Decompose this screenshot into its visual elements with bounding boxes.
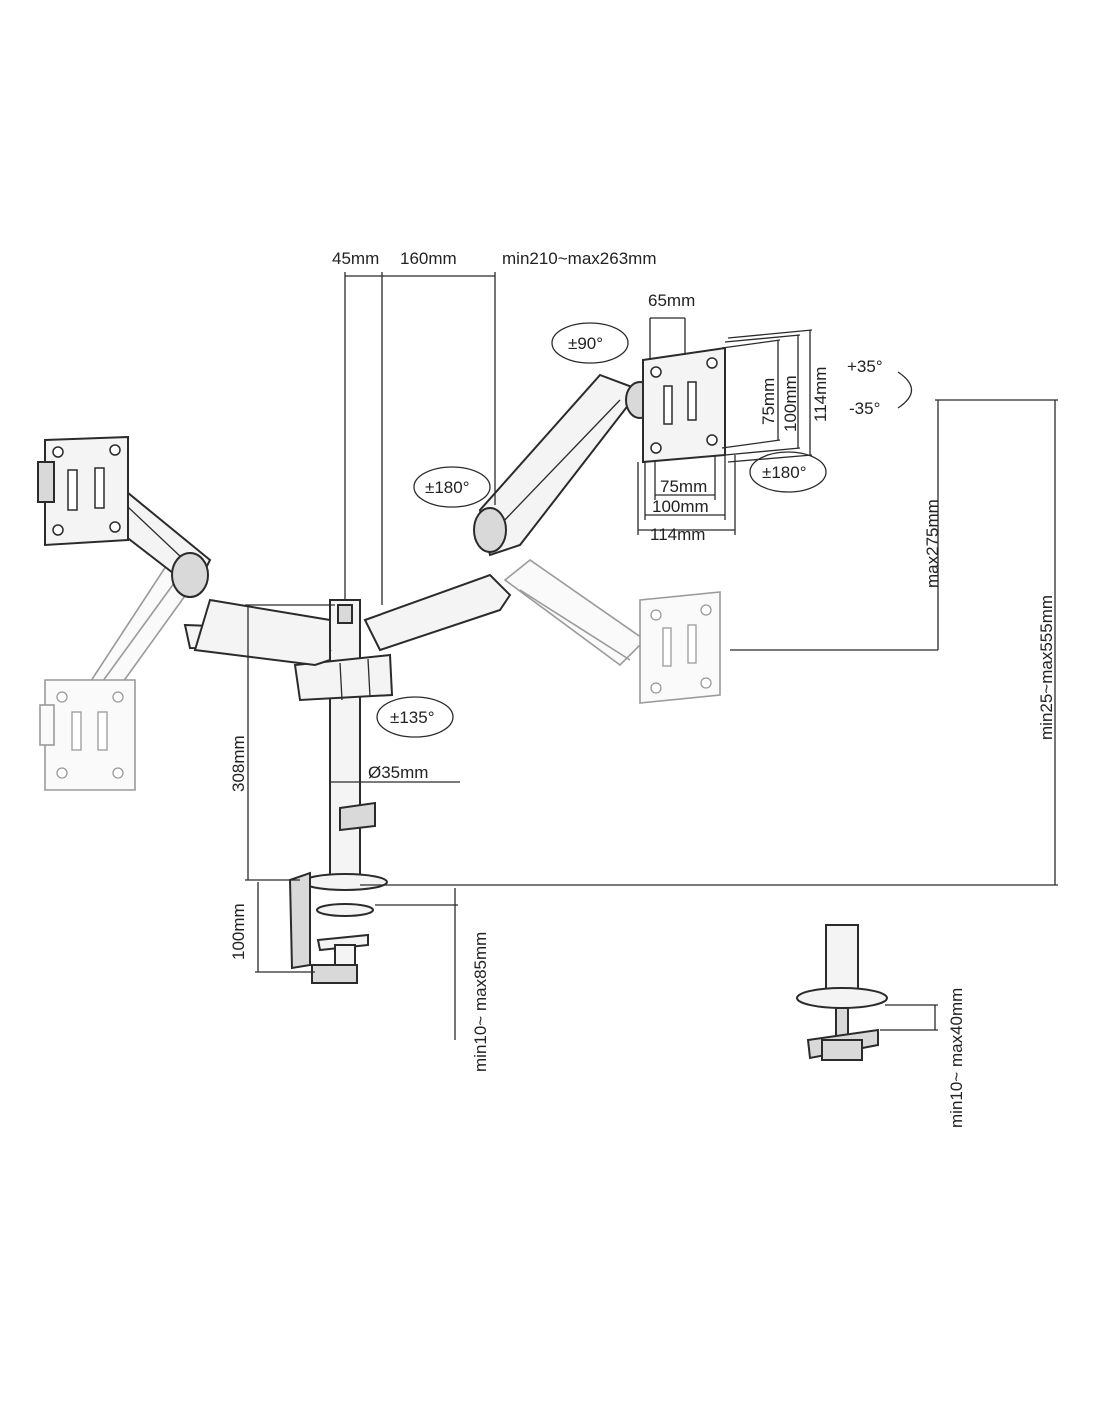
label-max275: max275mm <box>923 499 942 588</box>
label-160mm: 160mm <box>400 249 457 268</box>
ghost-left-arm <box>39 558 202 791</box>
label-vesa-75-h: 75mm <box>660 477 707 496</box>
label-rotate-180-arm: ±180° <box>425 478 470 497</box>
label-vesa-100-h: 100mm <box>652 497 709 516</box>
label-vesa-75-v: 75mm <box>759 378 778 425</box>
label-clamp-range: min10~ max85mm <box>471 932 490 1072</box>
label-rotate-90: ±90° <box>568 334 603 353</box>
base-collar <box>293 653 394 702</box>
label-vesa-100-v: 100mm <box>781 375 800 432</box>
label-tilt-plus: +35° <box>847 357 883 376</box>
label-100mm: 100mm <box>229 903 248 960</box>
left-vesa-plate <box>37 435 129 547</box>
label-pole-diameter: Ø35mm <box>368 763 428 782</box>
label-308mm: 308mm <box>229 735 248 792</box>
right-vesa-plate <box>642 346 726 464</box>
label-grommet-range: min10~ max40mm <box>947 988 966 1128</box>
cable-clip <box>339 801 376 832</box>
desk-clamp <box>288 871 388 984</box>
rotation-arrows <box>376 322 913 738</box>
right-arm <box>363 373 655 652</box>
left-arm <box>83 468 332 667</box>
label-arm-range: min210~max263mm <box>502 249 657 268</box>
label-45mm: 45mm <box>332 249 379 268</box>
label-vesa-114-v: 114mm <box>811 367 830 422</box>
ghost-right-arm <box>503 559 721 704</box>
label-tilt-minus: -35° <box>849 399 880 418</box>
label-rotate-180-head: ±180° <box>762 463 807 482</box>
label-vesa-114-h: 114mm <box>650 525 705 544</box>
label-height-range: min25~max555mm <box>1037 595 1056 740</box>
label-rotate-135: ±135° <box>390 708 435 727</box>
grommet-mount <box>796 924 888 1061</box>
label-65mm: 65mm <box>648 291 695 310</box>
dimension-lines <box>245 272 1058 1040</box>
pole <box>329 599 376 886</box>
